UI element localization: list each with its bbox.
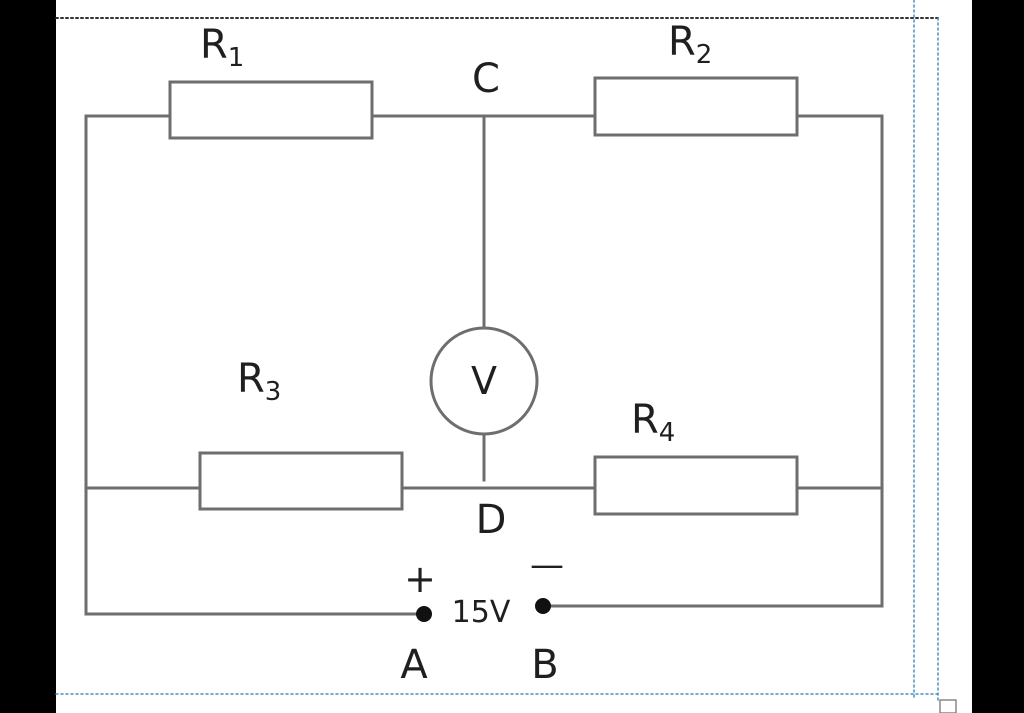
resize-handle[interactable] — [939, 699, 957, 713]
source-voltage-label: 15V — [452, 595, 511, 630]
voltmeter-label: V — [471, 359, 497, 403]
source-plus-sign: + — [404, 557, 436, 601]
resistor-r1 — [168, 80, 374, 140]
terminal-b-dot — [535, 598, 551, 614]
wires — [84, 114, 884, 616]
source-minus-sign: — — [530, 545, 564, 585]
label-r1: R1 — [200, 22, 244, 73]
terminal-b-label: B — [531, 642, 558, 688]
voltmeter — [429, 326, 539, 436]
node-c-label: C — [472, 56, 500, 102]
label-r2: R2 — [668, 19, 712, 70]
resistor-r2 — [593, 76, 799, 137]
node-d-label: D — [476, 497, 507, 543]
terminal-a-label: A — [400, 642, 428, 688]
terminal-a-dot — [416, 606, 432, 622]
resistor-r4 — [593, 455, 799, 516]
label-r3: R3 — [237, 356, 281, 407]
resistors — [168, 76, 799, 516]
resistor-r3 — [198, 451, 404, 511]
editor-guides — [55, 0, 957, 713]
label-r4: R4 — [631, 397, 675, 448]
